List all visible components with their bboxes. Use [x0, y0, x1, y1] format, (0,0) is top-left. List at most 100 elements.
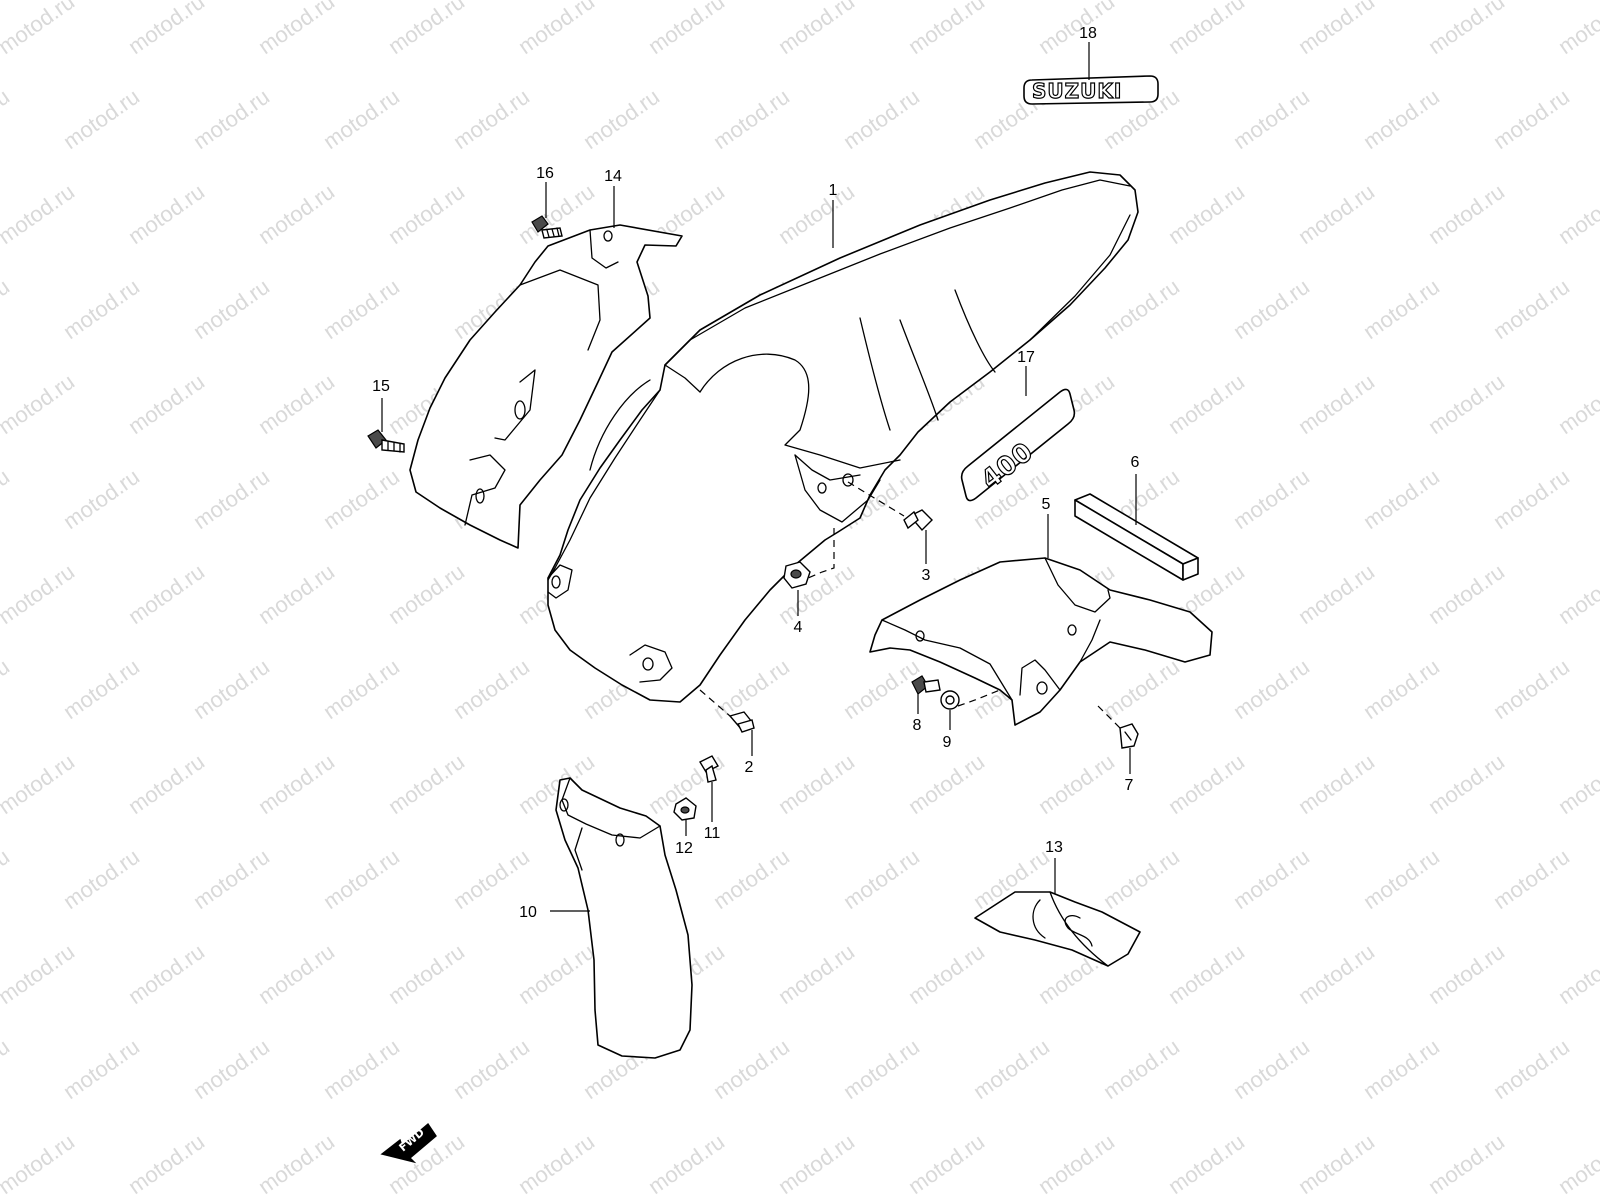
callout-12: 12: [675, 840, 693, 857]
watermark-text: motod.ru: [0, 749, 79, 819]
part-15-bolt[interactable]: [367, 429, 405, 453]
part-4-grommet[interactable]: [783, 561, 811, 589]
watermark-text: motod.ru: [1034, 1129, 1119, 1199]
assembly-lines: [699, 481, 1121, 729]
watermark-text: motod.ru: [0, 369, 79, 439]
callout-9: 9: [943, 734, 952, 751]
watermark-text: motod.ru: [384, 0, 469, 59]
watermark-text: motod.ru: [189, 654, 274, 724]
part-10-mud-flap[interactable]: [555, 777, 693, 1059]
watermark-text: motod.ru: [59, 654, 144, 724]
watermark-text: motod.ru: [904, 749, 989, 819]
watermark-text: motod.ru: [1489, 274, 1574, 344]
part-5-splash-guard[interactable]: [869, 557, 1213, 726]
watermark-text: motod.ru: [59, 464, 144, 534]
watermark-text: motod.ru: [709, 1034, 794, 1104]
watermark-text: motod.ru: [904, 0, 989, 59]
watermark-text: motod.ru: [839, 654, 924, 724]
watermark-text: motod.ru: [1424, 369, 1509, 439]
watermark-text: motod.ru: [1099, 1034, 1184, 1104]
watermark-text: motod.ru: [1554, 1129, 1600, 1199]
watermark-text: motod.ru: [1424, 749, 1509, 819]
watermark-text: motod.ru: [1294, 369, 1379, 439]
part-7-clip-nut[interactable]: [1119, 723, 1139, 749]
part-11-bolt[interactable]: [699, 755, 719, 783]
watermark-text: motod.ru: [0, 1129, 79, 1199]
watermark-text: motod.ru: [1489, 654, 1574, 724]
watermark-text: motod.ru: [254, 1129, 339, 1199]
callout-7: 7: [1125, 777, 1134, 794]
watermark-text: motod.ru: [709, 84, 794, 154]
callout-11: 11: [704, 825, 721, 842]
watermark-text: motod.ru: [384, 749, 469, 819]
part-16-bolt[interactable]: [531, 215, 563, 239]
watermark-text: motod.ru: [1099, 654, 1184, 724]
watermark-text: motod.ru: [1424, 939, 1509, 1009]
watermark-text: motod.ru: [189, 84, 274, 154]
callout-13: 13: [1045, 839, 1063, 856]
watermark-text: motod.ru: [1554, 939, 1600, 1009]
watermark-text: motod.ru: [319, 654, 404, 724]
watermark-text: motod.ru: [1034, 0, 1119, 59]
watermark-text: motod.ru: [774, 179, 859, 249]
watermark-text: motod.ru: [319, 464, 404, 534]
watermark-text: motod.ru: [0, 939, 79, 1009]
watermark-text: motod.ru: [1489, 1034, 1574, 1104]
part-13-small-cover[interactable]: [974, 891, 1141, 967]
watermark-text: motod.ru: [189, 464, 274, 534]
watermark-text: motod.ru: [1099, 274, 1184, 344]
callout-6: 6: [1131, 454, 1140, 471]
watermark-text: motod.ru: [514, 939, 599, 1009]
watermark-text: motod.ru: [124, 179, 209, 249]
watermark-text: motod.ru: [124, 1129, 209, 1199]
watermark-text: motod.ru: [0, 274, 14, 344]
watermark-text: motod.ru: [449, 1034, 534, 1104]
callout-1: 1: [829, 182, 838, 199]
watermark-text: motod.ru: [1554, 559, 1600, 629]
part-12-nut[interactable]: [673, 797, 697, 821]
watermark-text: motod.ru: [1164, 939, 1249, 1009]
watermark-text: motod.ru: [1359, 844, 1444, 914]
watermark-text: motod.ru: [514, 0, 599, 59]
leader-lines: [381, 42, 1137, 912]
watermark-text: motod.ru: [254, 0, 339, 59]
watermark-text: motod.ru: [1359, 464, 1444, 534]
watermark-text: motod.ru: [839, 84, 924, 154]
part-2-bolt[interactable]: [728, 711, 755, 733]
watermark-text: motod.ru: [1359, 654, 1444, 724]
watermark-text: motod.ru: [1294, 179, 1379, 249]
watermark-text: motod.ru: [254, 179, 339, 249]
watermark-text: motod.ru: [1424, 1129, 1509, 1199]
watermark-text: motod.ru: [254, 369, 339, 439]
part-18-suzuki-emblem[interactable]: SUZUKI: [1023, 75, 1159, 105]
watermark-text: motod.ru: [124, 749, 209, 819]
watermark-text: motod.ru: [189, 274, 274, 344]
watermark-text: motod.ru: [1294, 0, 1379, 59]
part-14-inner-fender[interactable]: [409, 224, 683, 549]
part-8-bolt[interactable]: [911, 675, 941, 695]
part-1-rear-fender[interactable]: [547, 171, 1139, 703]
callout-18: 18: [1079, 25, 1097, 42]
watermark-text: motod.ru: [59, 274, 144, 344]
watermark-text: motod.ru: [254, 939, 339, 1009]
callout-2: 2: [745, 759, 754, 776]
watermark-text: motod.ru: [189, 1034, 274, 1104]
callout-10: 10: [519, 904, 537, 921]
callout-labels: 1 2 3 4 5 6 7 8 9 10 11 12 13 14 15 16 1…: [372, 25, 1139, 921]
watermark-text: motod.ru: [0, 0, 79, 59]
watermark-text: motod.ru: [1489, 464, 1574, 534]
watermark-text: motod.ru: [709, 844, 794, 914]
watermark-text: motod.ru: [1554, 369, 1600, 439]
watermark-text: motod.ru: [1294, 559, 1379, 629]
watermark-text: motod.ru: [0, 654, 14, 724]
part-9-washer[interactable]: [940, 690, 960, 710]
watermark-text: motod.ru: [839, 844, 924, 914]
callout-4: 4: [794, 619, 803, 636]
part-6-foam-block[interactable]: [1074, 493, 1199, 581]
watermark-text: motod.ru: [59, 84, 144, 154]
watermark-text: motod.ru: [319, 1034, 404, 1104]
watermark-text: motod.ru: [1424, 559, 1509, 629]
watermark-text: motod.ru: [644, 1129, 729, 1199]
watermark-text: motod.ru: [319, 274, 404, 344]
part-3-bolt[interactable]: [903, 509, 933, 532]
